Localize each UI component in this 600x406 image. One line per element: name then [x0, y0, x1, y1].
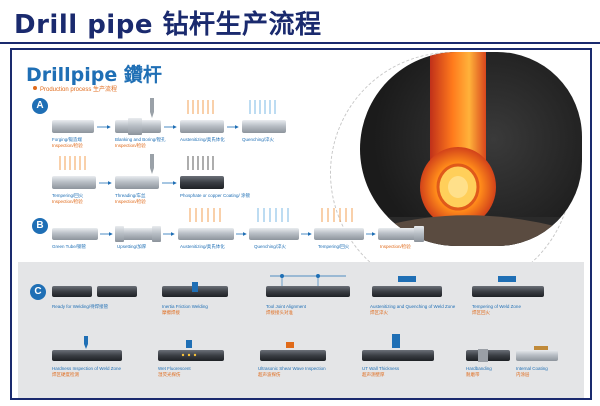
- pipe-threading: [115, 176, 159, 189]
- row-a2-pipes: [52, 154, 224, 189]
- step-a2-label: Blanking and Boring/镗孔: [115, 137, 166, 142]
- pipe-weld-quench: [372, 286, 442, 297]
- pipe-ready-weld-2: [97, 286, 137, 297]
- pipe-fluorescent: [158, 350, 224, 361]
- page-title: Drill pipe 钻杆生产流程: [14, 10, 322, 40]
- cooling-arrows-icon: [257, 208, 289, 222]
- pipe-quenching-b: [249, 228, 299, 240]
- heat-arrows-icon: [187, 100, 214, 114]
- step-c8-sub: 超声波探伤: [258, 372, 281, 377]
- step-c10-label: Hardbanding: [466, 366, 492, 371]
- step-a5-sub: Inspection/检验: [52, 199, 83, 204]
- step-a6-sub: Inspection/检验: [115, 199, 146, 204]
- heat-arrows-icon: [59, 156, 86, 170]
- pipe-inspection-b: [378, 228, 422, 240]
- section-c-background: [18, 262, 584, 398]
- pipe-weld-temper: [472, 286, 544, 297]
- step-c7-label: Wet Fluorescent: [158, 366, 191, 371]
- step-b3-label: Austenitizing/奥氏体化: [180, 244, 225, 249]
- step-a1-label: Forging/锻造端: [52, 137, 83, 142]
- pipe-green-tube: [52, 228, 98, 240]
- pipe-ultrasonic: [260, 350, 326, 361]
- pipe-tempering-b: [314, 228, 364, 240]
- heat-arrows-icon: [189, 208, 221, 222]
- step-b1-label: Green Tube/钢管: [52, 244, 87, 249]
- step-c6-sub: 焊区硬度检测: [52, 372, 79, 377]
- step-a4-label: Quenching/淬火: [242, 137, 275, 142]
- subtitle-bullet: [33, 86, 37, 90]
- step-c9-label: UT Wall Thickness: [362, 366, 400, 371]
- step-c10-sub: 耐磨带: [466, 372, 480, 377]
- step-a2-sub: Inspection/检验: [115, 143, 146, 148]
- drill-bit-icon: [150, 98, 154, 118]
- step-a7-label: Phosphate or copper Coating/ 涂镀: [180, 193, 251, 198]
- step-b4-label: Quenching/淬火: [254, 244, 287, 249]
- step-c6-label: Hardness Inspection of Weld Zone: [52, 366, 121, 371]
- section-a-badge: A: [32, 98, 48, 114]
- step-c4-label: Austenitizing and Quenching of Weld Zone: [370, 304, 456, 309]
- pipe-austenitizing-a: [180, 120, 224, 133]
- step-c4-sub: 焊区淬火: [370, 310, 388, 315]
- step-c7-sub: 湿荧光探伤: [158, 372, 181, 377]
- row-b-pipes: [52, 208, 424, 242]
- step-c5-label: Tempering of Weld Zone: [472, 304, 521, 309]
- step-c11-sub: 内涂层: [516, 372, 530, 377]
- pipe-coated: [180, 176, 224, 189]
- step-a3-label: Austenitizing/奥氏体化: [180, 137, 225, 142]
- step-c8-label: Ultrasonic Shear Wave Inspection: [258, 366, 326, 371]
- panel-subtitle: Production process 生产流程: [40, 87, 118, 93]
- title-divider: [0, 42, 600, 44]
- section-c-badge: C: [30, 284, 46, 300]
- hot-pipe-photo: [360, 52, 582, 246]
- row-a1-pipes: [52, 98, 286, 135]
- panel-title: Drillpipe 鑽杆: [26, 64, 162, 86]
- step-c1-label: Ready for Welding/待焊接管: [52, 304, 109, 309]
- step-a6-label: Threading/车丝: [115, 193, 146, 198]
- step-b6-label: Inspection/检验: [380, 244, 411, 249]
- pipe-internal-coating: [516, 350, 558, 361]
- step-c2-label: Inertia Friction Welding: [162, 304, 208, 309]
- step-a5-label: Tempering/回火: [52, 193, 84, 198]
- pipe-ut-wall: [362, 350, 434, 361]
- coating-arrows-icon: [187, 156, 214, 170]
- section-b-badge: B: [32, 218, 48, 234]
- pipe-forging: [52, 120, 94, 133]
- step-c9-sub: 超声测壁厚: [362, 372, 385, 377]
- probe-icon: [84, 336, 88, 349]
- pipe-ready-weld-1: [52, 286, 92, 297]
- pipe-hardness: [52, 350, 122, 361]
- threading-tool-icon: [150, 154, 154, 174]
- step-c5-sub: 焊区回火: [472, 310, 490, 315]
- pipe-austenitizing-b: [178, 228, 234, 240]
- pipe-upsetting: [115, 228, 161, 240]
- step-c11-label: Internal Coating: [516, 366, 548, 371]
- step-b2-label: Upsetting/加厚: [117, 244, 147, 249]
- step-c3-sub: 焊接接头对准: [266, 310, 293, 315]
- pipe-quenching-a: [242, 120, 286, 133]
- step-c2-sub: 摩擦焊接: [162, 310, 180, 315]
- row-c2-pipes: [52, 334, 558, 362]
- step-a1-sub: Inspection/检验: [52, 143, 83, 148]
- step-c3-label: Tool Joint Alignment: [266, 304, 307, 309]
- hot-pipe-illustration: [360, 52, 582, 246]
- pipe-alignment: [266, 286, 350, 297]
- step-b5-label: Tempering/回火: [318, 244, 350, 249]
- cooling-arrows-icon: [249, 100, 276, 114]
- pipe-tempering-a: [52, 176, 96, 189]
- row-c1-pipes: [52, 274, 544, 297]
- heat-arrows-icon: [321, 208, 353, 222]
